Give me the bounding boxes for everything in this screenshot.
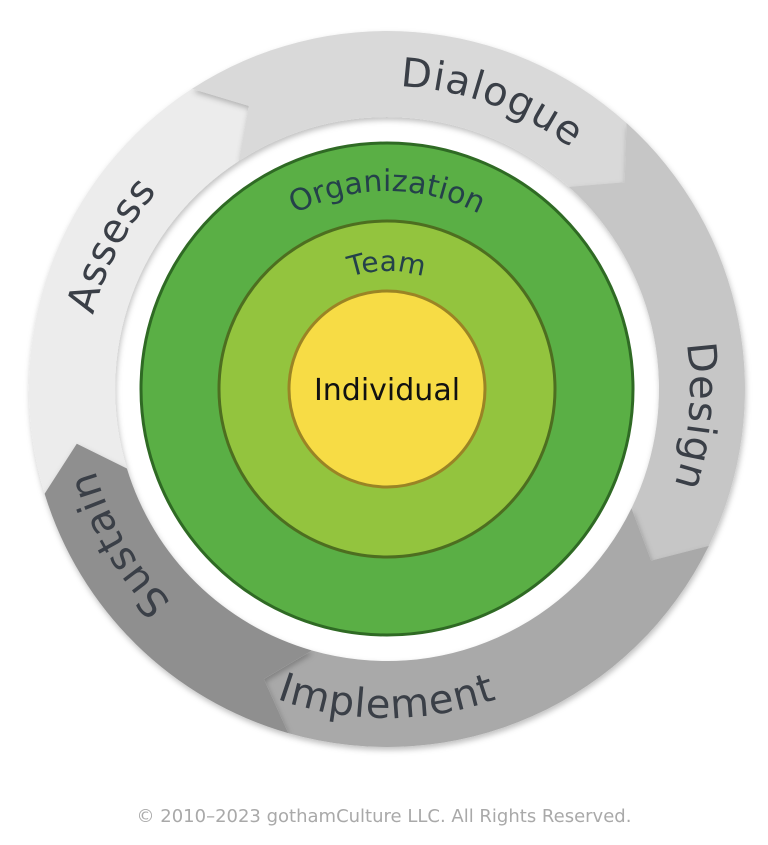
cycle-segment-dialogue (192, 31, 627, 187)
cycle-segment-assess (28, 88, 249, 494)
cycle-segment-sustain (44, 443, 312, 734)
cycle-segment-design (569, 123, 745, 561)
individual-label: Individual (314, 373, 460, 408)
cycle-ring (28, 31, 745, 747)
cycle-segment-implement (263, 508, 709, 747)
team-label: Team (343, 245, 429, 284)
individual-circle (287, 289, 487, 489)
copyright-notice: © 2010–2023 gothamCulture LLC. All Right… (136, 806, 632, 827)
